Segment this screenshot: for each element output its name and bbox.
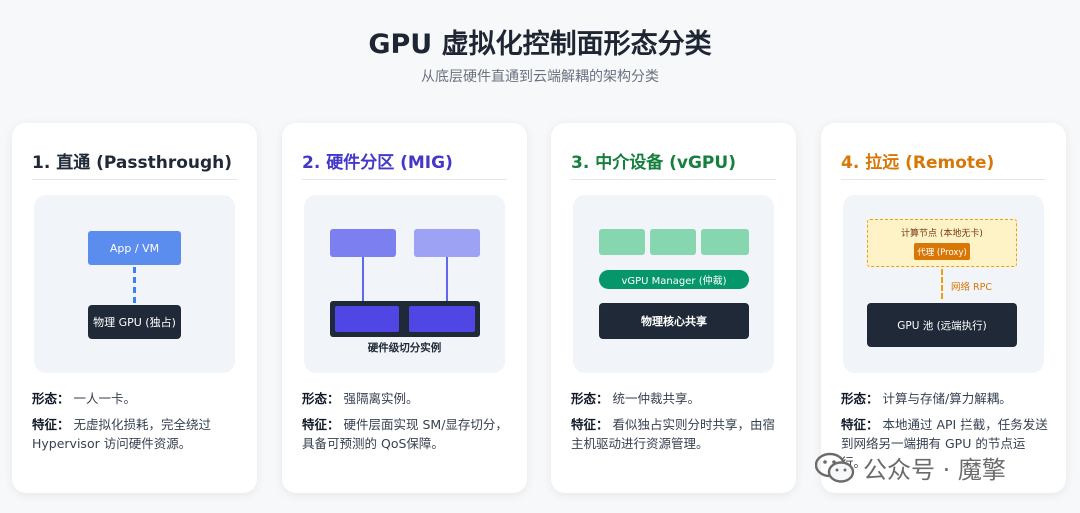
feature-line: 特征： 本地通过 API 拦截，任务发送到网络另一端拥有 GPU 的节点运行。	[841, 415, 1050, 472]
vgpu-instance-1	[599, 229, 645, 255]
app-vm-box: App / VM	[88, 231, 181, 265]
compute-node-box: 计算节点 (本地无卡) 代理 (Proxy)	[867, 219, 1017, 267]
physical-gpu-box: 物理 GPU (独占)	[88, 305, 181, 339]
page-title: GPU 虚拟化控制面形态分类	[368, 29, 712, 60]
feature-text: 硬件层面实现 SM/显存切分，具备可预测的 QoS保障。	[302, 417, 508, 451]
compute-node-label: 计算节点 (本地无卡)	[901, 229, 983, 239]
form-text: 计算与存储/算力解耦。	[882, 391, 1012, 406]
dashed-connector	[133, 267, 136, 303]
connector-right	[446, 257, 448, 303]
wechat-icon	[815, 452, 855, 483]
feature-label: 特征：	[32, 417, 70, 432]
card-title: 2. 硬件分区 (MIG)	[302, 153, 453, 173]
card-title: 1. 直通 (Passthrough)	[32, 153, 233, 173]
form-line: 形态： 一人一卡。	[32, 389, 241, 408]
form-line: 形态： 统一仲裁共享。	[571, 389, 780, 408]
form-text: 强隔离实例。	[343, 391, 419, 406]
remote-diagram: 计算节点 (本地无卡) 代理 (Proxy) 网络 RPC GPU 池 (远端执…	[843, 195, 1044, 373]
hardware-slice-container	[330, 301, 480, 337]
form-label: 形态：	[32, 391, 70, 406]
slice-left	[335, 306, 399, 332]
card-passthrough: 1. 直通 (Passthrough) App / VM 物理 GPU (独占)…	[12, 123, 257, 493]
rpc-label: 网络 RPC	[951, 282, 992, 293]
vgpu-manager-bar: vGPU Manager (仲裁)	[599, 270, 749, 289]
mig-diagram: 硬件级切分实例	[304, 195, 505, 373]
divider	[841, 179, 1046, 180]
vgpu-instance-2	[650, 229, 696, 255]
form-line: 形态： 计算与存储/算力解耦。	[841, 389, 1050, 408]
page-subtitle: 从底层硬件直通到云端解耦的架构分类	[421, 69, 659, 85]
form-text: 一人一卡。	[73, 391, 137, 406]
feature-text: 无虚拟化损耗，完全绕过 Hypervisor 访问硬件资源。	[32, 417, 212, 451]
card-title: 4. 拉远 (Remote)	[841, 153, 995, 173]
slice-right	[409, 306, 475, 332]
feature-line: 特征： 无虚拟化损耗，完全绕过 Hypervisor 访问硬件资源。	[32, 415, 241, 453]
gpu-pool-box: GPU 池 (远端执行)	[867, 303, 1017, 347]
feature-label: 特征：	[571, 417, 609, 432]
divider	[571, 179, 776, 180]
hardware-slice-label: 硬件级切分实例	[367, 342, 442, 354]
instance-top-left	[330, 229, 396, 257]
form-line: 形态： 强隔离实例。	[302, 389, 511, 408]
feature-line: 特征： 硬件层面实现 SM/显存切分，具备可预测的 QoS保障。	[302, 415, 511, 453]
feature-text: 本地通过 API 拦截，任务发送到网络另一端拥有 GPU 的节点运行。	[841, 417, 1048, 470]
feature-text: 看似独占实则分时共享，由宿主机驱动进行资源管理。	[571, 417, 776, 451]
feature-label: 特征：	[302, 417, 340, 432]
form-label: 形态：	[302, 391, 340, 406]
form-text: 统一仲裁共享。	[612, 391, 701, 406]
card-vgpu: 3. 中介设备 (vGPU) vGPU Manager (仲裁) 物理核心共享 …	[551, 123, 796, 493]
vgpu-diagram: vGPU Manager (仲裁) 物理核心共享	[573, 195, 774, 373]
card-title: 3. 中介设备 (vGPU)	[571, 153, 736, 173]
connector-left	[362, 257, 364, 303]
vgpu-instance-3	[701, 229, 749, 255]
form-label: 形态：	[841, 391, 879, 406]
form-label: 形态：	[571, 391, 609, 406]
feature-label: 特征：	[841, 417, 879, 432]
watermark: 公众号 · 魔擎	[815, 450, 1006, 485]
divider	[302, 179, 507, 180]
rpc-connector	[941, 269, 943, 299]
physical-core-box: 物理核心共享	[599, 303, 749, 339]
divider	[32, 179, 237, 180]
card-remote: 4. 拉远 (Remote) 计算节点 (本地无卡) 代理 (Proxy) 网络…	[821, 123, 1066, 493]
card-mig: 2. 硬件分区 (MIG) 硬件级切分实例 形态： 强隔离实例。 特征： 硬件层…	[282, 123, 527, 493]
feature-line: 特征： 看似独占实则分时共享，由宿主机驱动进行资源管理。	[571, 415, 780, 453]
proxy-box: 代理 (Proxy)	[914, 243, 970, 260]
instance-top-right	[414, 229, 480, 257]
passthrough-diagram: App / VM 物理 GPU (独占)	[34, 195, 235, 373]
watermark-text: 公众号 · 魔擎	[863, 456, 1006, 484]
